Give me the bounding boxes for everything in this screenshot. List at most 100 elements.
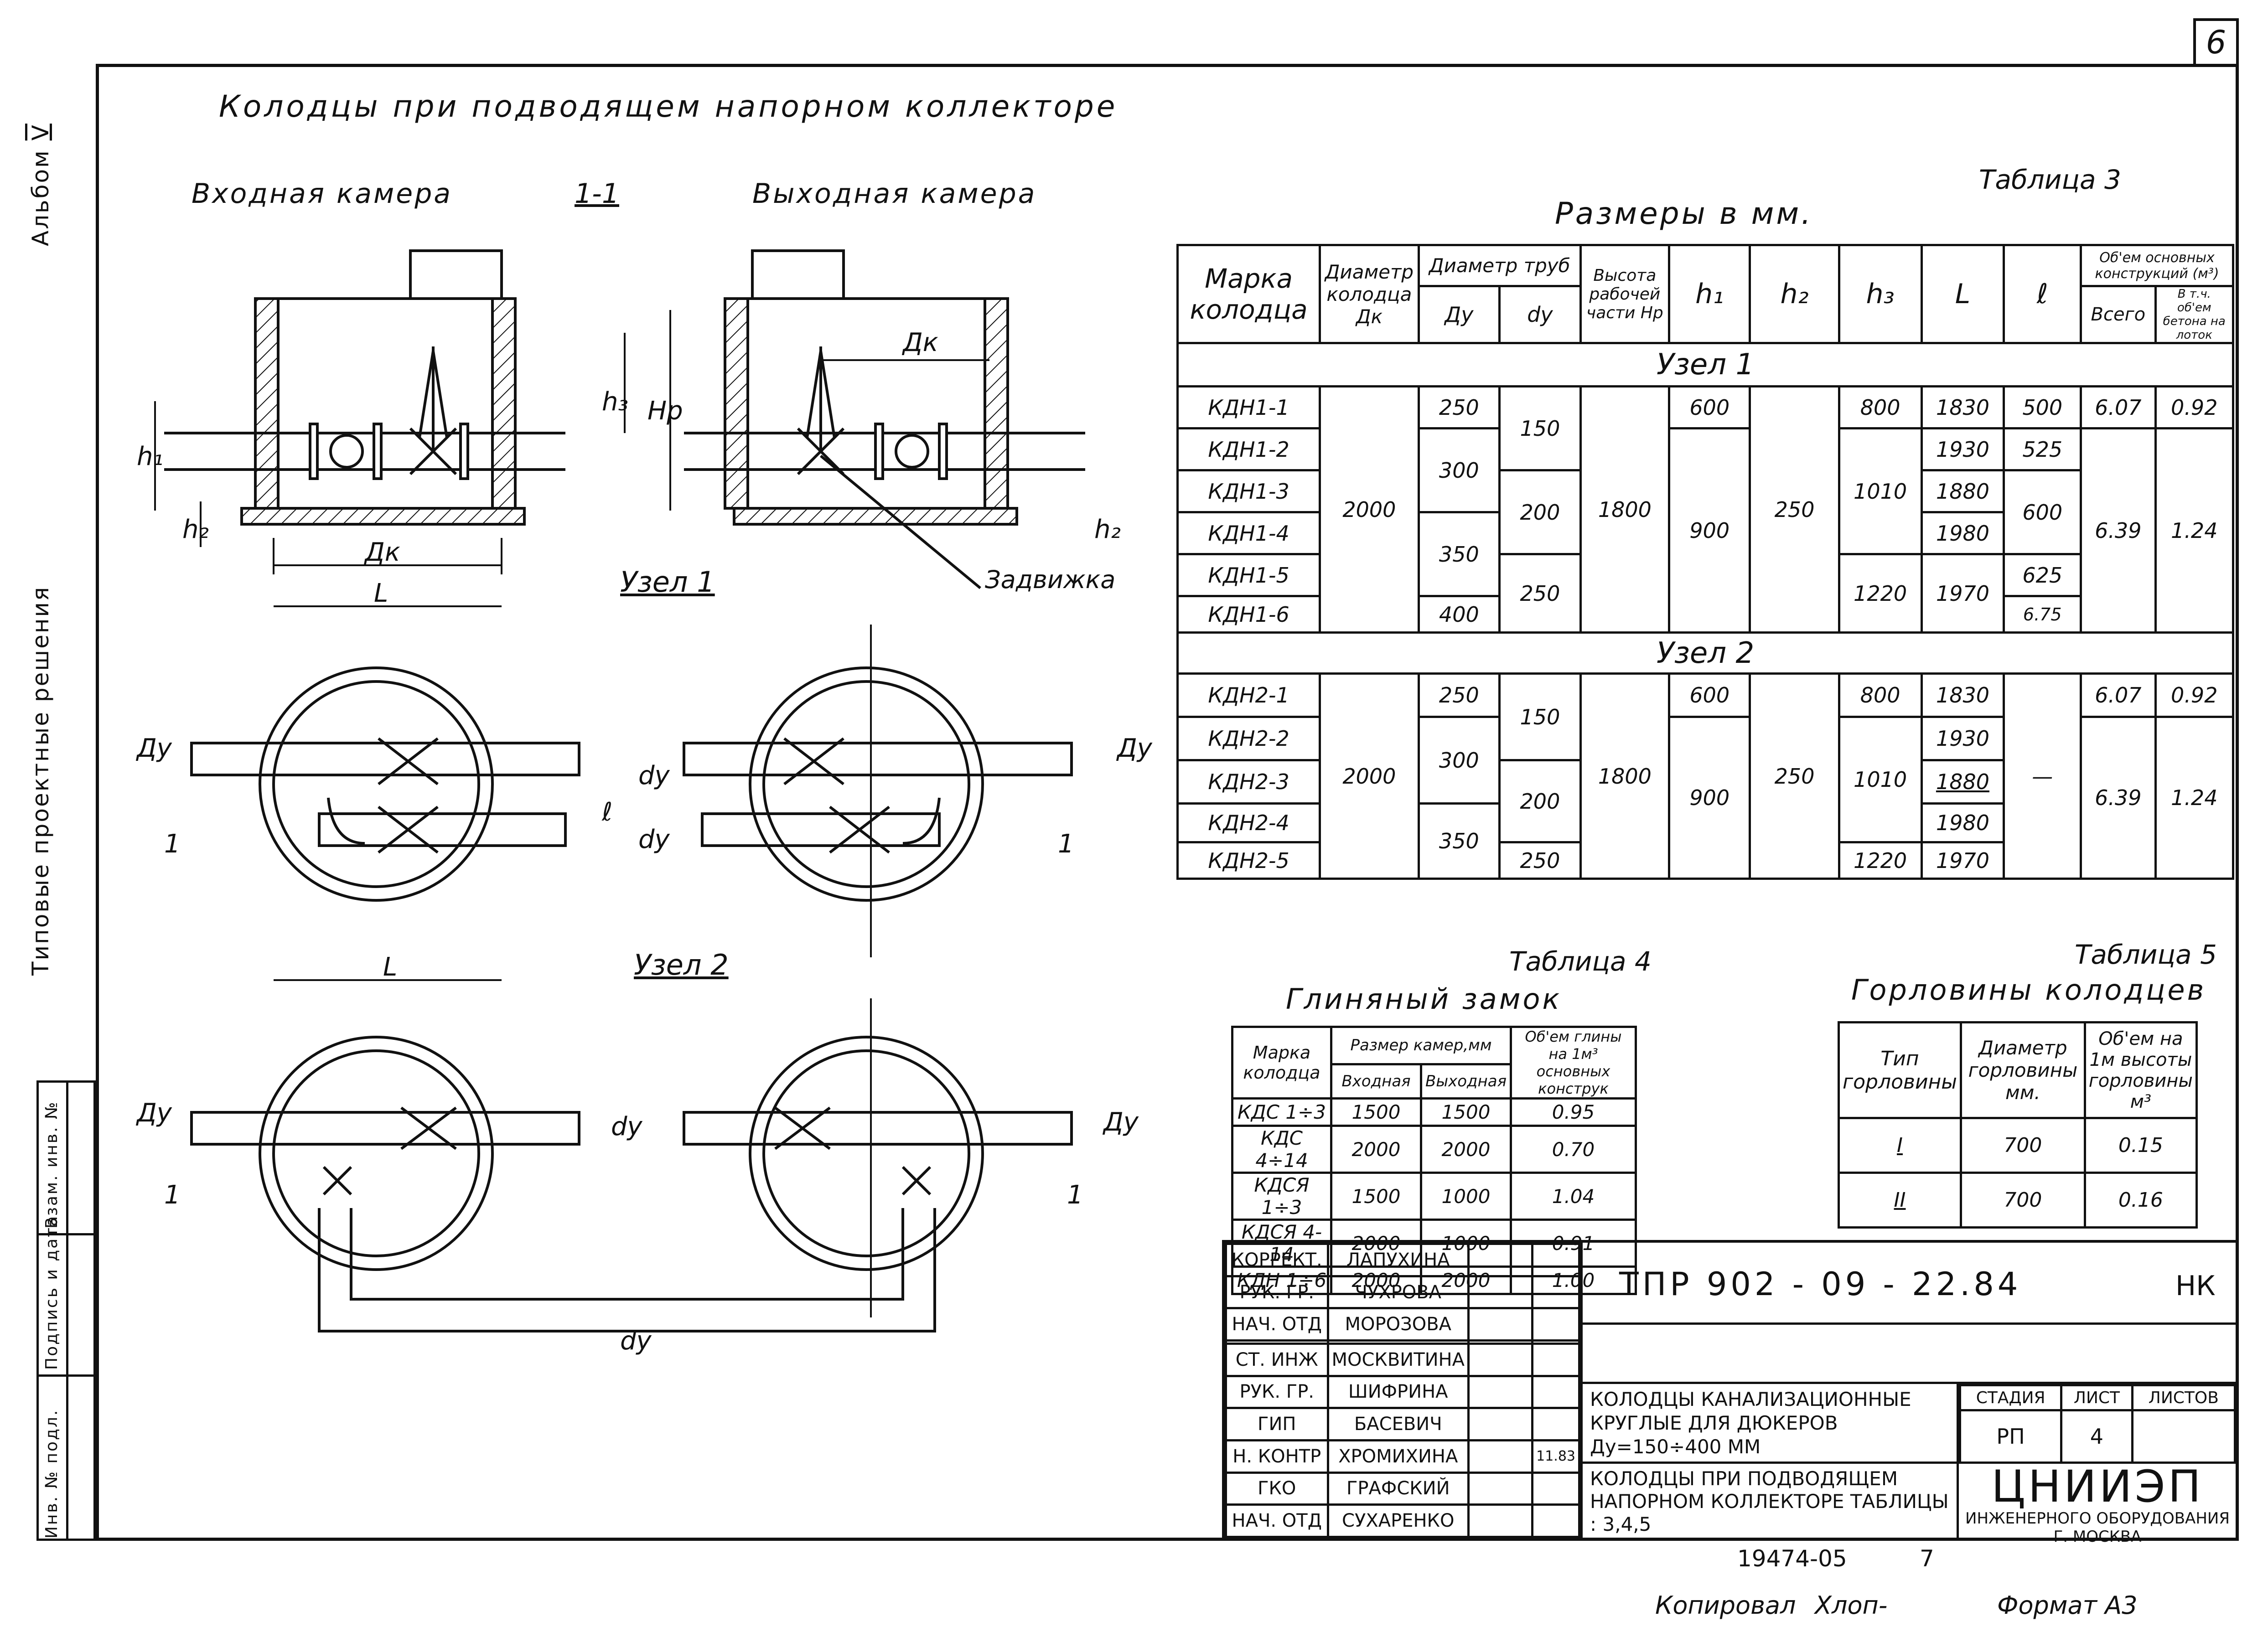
t3-common2-tray: 1.24 bbox=[2154, 716, 2235, 880]
hp-label: Hp bbox=[647, 396, 683, 426]
h1-label: h₁ bbox=[137, 442, 163, 471]
t5-r0-diam: 700 bbox=[1960, 1117, 2086, 1174]
page-title: Колодцы при подводящем напорном коллекто… bbox=[219, 89, 1118, 124]
title-block: КОРРЕКТ.ЛАПУХИНА РУК. ГР.ЧУХРОВА НАЧ. ОТ… bbox=[1222, 1240, 2239, 1546]
t3-common1-total: 6.39 bbox=[2080, 427, 2157, 634]
mark1-label-1: 1 bbox=[164, 829, 181, 859]
t3-common2-dk: 2000 bbox=[1319, 672, 1420, 880]
t3-r2-1-mark: КДН2-2 bbox=[1176, 716, 1321, 761]
stamp-date: 11.83 bbox=[1531, 1439, 1580, 1474]
t3-r1-3-Dy: 350 bbox=[1417, 511, 1501, 597]
t3-h-vol: Об'ем основных конструкций (м³) bbox=[2080, 244, 2234, 287]
t5-r1-diam: 700 bbox=[1960, 1172, 2086, 1229]
page-number: 6 bbox=[2193, 18, 2239, 64]
node1-label: Узел 1 bbox=[620, 565, 715, 599]
dy-label-1: dy bbox=[638, 761, 670, 790]
t3-r2-0-Dy: 250 bbox=[1417, 672, 1501, 718]
mark1-label-2: 1 bbox=[1058, 829, 1074, 859]
stamp-stage-h: СТАДИЯ bbox=[1958, 1384, 2063, 1411]
L-label-2: L bbox=[383, 952, 397, 982]
t3-r2-0-mark: КДН2-1 bbox=[1176, 672, 1321, 718]
table5: Тип горловины Диаметр горловины мм. Об'е… bbox=[1837, 1021, 2198, 1229]
t5-h-diam: Диаметр горловины мм. bbox=[1960, 1021, 2086, 1119]
t5-r0-vol: 0.15 bbox=[2083, 1117, 2198, 1174]
stamp-code-box: ТПР 902 - 09 - 22.84 НК bbox=[1580, 1243, 2236, 1325]
t4-r0-in: 1500 bbox=[1330, 1097, 1422, 1127]
stamp-name-6: ХРОМИХИНА bbox=[1326, 1439, 1470, 1474]
footer-inv: 19474-05 bbox=[1737, 1545, 1847, 1572]
t3-r2-2-mark: КДН2-3 bbox=[1176, 759, 1321, 805]
t3-r2-2-Dy: 300 bbox=[1417, 716, 1501, 805]
t3-r1-4-h3: 1220 bbox=[1838, 553, 1923, 634]
t3-r2-0-dy: 150 bbox=[1498, 672, 1582, 761]
Dy-label-4: Ду bbox=[1102, 1107, 1139, 1137]
t3-r1-4-l: 625 bbox=[2003, 553, 2082, 597]
t3-r1-0-Dy: 250 bbox=[1417, 385, 1501, 429]
t3-common1-dk: 2000 bbox=[1319, 385, 1420, 634]
table4-subtitle: Глиняный замок bbox=[1286, 982, 1562, 1016]
node1-plan-left bbox=[190, 666, 580, 902]
stamp-desc1: КОЛОДЦЫ КАНАЛИЗАЦИОННЫЕ КРУГЛЫЕ ДЛЯ ДЮКЕ… bbox=[1590, 1388, 1911, 1458]
t5-r0-type: I bbox=[1837, 1117, 1962, 1174]
t3-r1-0-dy: 150 bbox=[1498, 385, 1582, 471]
t4-h-out: Выходная bbox=[1420, 1063, 1512, 1100]
t3-r1-5-l: 6.75 bbox=[2003, 595, 2082, 634]
L-label-1: L bbox=[374, 578, 388, 608]
t3-r2-2-h3: 1010 bbox=[1838, 716, 1923, 843]
t3-h-L: L bbox=[1920, 244, 2005, 344]
t3-common1-h1: 900 bbox=[1667, 427, 1751, 634]
t3-common1-hp: 1800 bbox=[1579, 385, 1670, 634]
stamp-role-6: Н. КОНТР bbox=[1225, 1439, 1329, 1474]
outlet-chamber-section bbox=[684, 249, 1085, 589]
outlet-label: Выходная камера bbox=[752, 178, 1037, 210]
t3-r2-3-Dy: 350 bbox=[1417, 802, 1501, 880]
drawing-frame bbox=[96, 64, 2239, 1541]
t3-r1-3-L: 1980 bbox=[1920, 511, 2005, 555]
stamp-role-0: КОРРЕКТ. bbox=[1225, 1243, 1329, 1277]
stamp-name-2: МОРОЗОВА bbox=[1326, 1307, 1470, 1342]
stamp-org: ЦНИИЭП bbox=[1991, 1461, 2204, 1512]
t3-common2-l: — bbox=[2003, 672, 2082, 880]
inlet-label: Входная камера bbox=[192, 178, 453, 210]
side-cell-divider-1 bbox=[66, 1083, 68, 1539]
t3-r1-2-h3: 1010 bbox=[1838, 427, 1923, 555]
t3-r1-1-mark: КДН1-2 bbox=[1176, 427, 1321, 471]
stamp-sheet-h: ЛИСТ bbox=[2060, 1384, 2133, 1411]
t3-h-total: Всего bbox=[2080, 285, 2157, 344]
Dy-label-1: Ду bbox=[135, 733, 172, 763]
t3-r1-1-Dy: 300 bbox=[1417, 427, 1501, 513]
stamp-role-7: ГКО bbox=[1225, 1471, 1329, 1506]
t3-h-pipes: Диаметр труб bbox=[1417, 244, 1582, 287]
table3: Марка колодца Диаметр колодца Дк Диаметр… bbox=[1176, 244, 2235, 880]
t4-r2-in: 1500 bbox=[1330, 1172, 1422, 1221]
t3-node2: Узел 2 bbox=[1176, 631, 2234, 675]
t5-r1-type: II bbox=[1837, 1172, 1962, 1229]
footer-inv2: 7 bbox=[1920, 1545, 1934, 1572]
t3-r1-2-l: 600 bbox=[2003, 469, 2082, 555]
t3-r2-0-L: 1830 bbox=[1920, 672, 2005, 718]
h2-label-2: h₂ bbox=[1094, 515, 1121, 544]
t3-common2-h2: 250 bbox=[1749, 672, 1840, 880]
t3-h-tray: В т.ч. об'ем бетона на лоток bbox=[2154, 285, 2235, 344]
stamp-role-2: НАЧ. ОТД bbox=[1225, 1307, 1329, 1342]
t3-r1-0-L: 1830 bbox=[1920, 385, 2005, 429]
t3-r1-2-mark: КДН1-3 bbox=[1176, 469, 1321, 513]
t3-r2-4-h3: 1220 bbox=[1838, 841, 1923, 880]
table4-caption: Таблица 4 bbox=[1509, 946, 1652, 977]
table5-caption: Таблица 5 bbox=[2075, 939, 2217, 970]
t3-r1-0-mark: КДН1-1 bbox=[1176, 385, 1321, 429]
mark1-label-4: 1 bbox=[1067, 1180, 1083, 1210]
t3-node1: Узел 1 bbox=[1176, 342, 2234, 387]
t4-r1-mark: КДС 4÷14 bbox=[1231, 1125, 1332, 1174]
t3-r2-0-total: 6.07 bbox=[2080, 672, 2157, 718]
t4-r2-mark: КДСЯ 1÷3 bbox=[1231, 1172, 1332, 1221]
node2-plan-left bbox=[190, 1036, 625, 1332]
t3-common2-total: 6.39 bbox=[2080, 716, 2157, 880]
t3-r1-0-total: 6.07 bbox=[2080, 385, 2157, 429]
stamp-blank-box bbox=[1580, 1325, 2236, 1384]
stamp-stage-table: СТАДИЯ ЛИСТ ЛИСТОВ РП 4 bbox=[1958, 1384, 2237, 1464]
stamp-org-box: ЦНИИЭП ИНЖЕНЕРНОГО ОБОРУДОВАНИЯ Г. МОСКВ… bbox=[1959, 1461, 2236, 1546]
stamp-role-5: ГИП bbox=[1225, 1407, 1329, 1441]
dy-label-2: dy bbox=[638, 825, 670, 854]
stamp-stage: РП bbox=[1958, 1409, 2063, 1464]
